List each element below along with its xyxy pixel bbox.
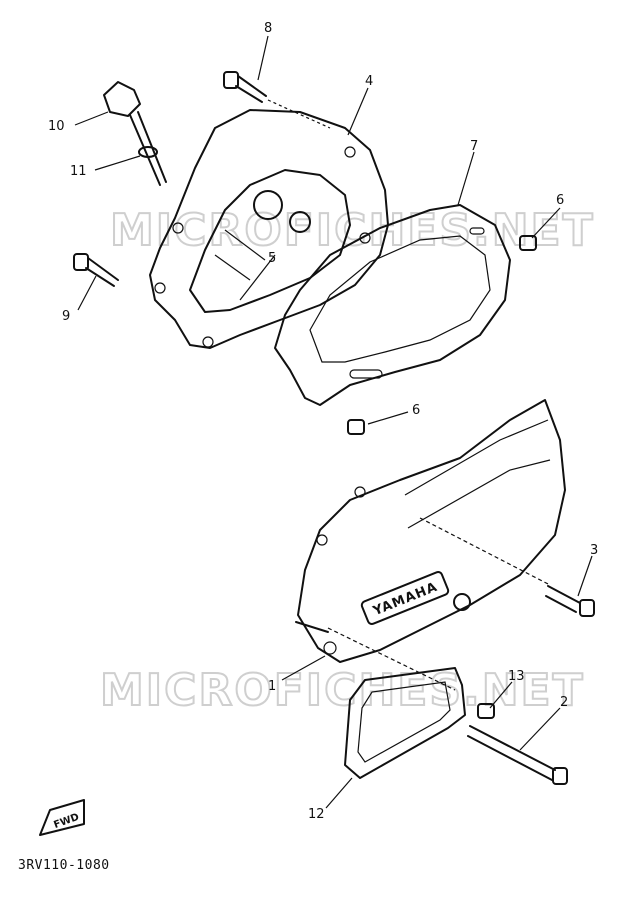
- callout-3: 3: [590, 543, 598, 558]
- callout-5: 5: [268, 251, 276, 266]
- dowel-part-6-lower: [347, 419, 365, 435]
- fwd-arrow-icon: FWD: [39, 799, 85, 836]
- bolt-part-9: [73, 253, 119, 287]
- callout-2: 2: [560, 695, 568, 710]
- bracket-part-12: [344, 667, 466, 779]
- callout-4: 4: [365, 74, 373, 89]
- callout-13: 13: [508, 669, 525, 684]
- bolt-part-2: [467, 725, 568, 785]
- callout-10: 10: [48, 119, 65, 134]
- watermark-bottom: MICROFICHES.NET: [100, 665, 585, 716]
- callout-11: 11: [70, 164, 87, 179]
- bolt-part-8: [223, 71, 331, 129]
- gasket-part-7: [274, 204, 511, 406]
- o-ring-part-11: [138, 146, 158, 158]
- bolt-part-3: [545, 585, 595, 617]
- callout-8: 8: [264, 21, 272, 36]
- part-code-label: 3RV110-1080: [18, 858, 110, 873]
- callout-6-lower: 6: [412, 403, 420, 418]
- callout-6-upper: 6: [556, 193, 564, 208]
- watermark-top: MICROFICHES.NET: [110, 205, 595, 256]
- dowel-part-6-upper: [519, 235, 537, 251]
- crankcase-cover-part-1: YAMAHA: [295, 399, 566, 691]
- dipstick-part-10: [103, 81, 167, 186]
- callout-7: 7: [470, 139, 478, 154]
- callout-9: 9: [62, 309, 70, 324]
- callout-1: 1: [268, 679, 276, 694]
- nut-part-13: [477, 703, 495, 719]
- callout-12: 12: [308, 807, 325, 822]
